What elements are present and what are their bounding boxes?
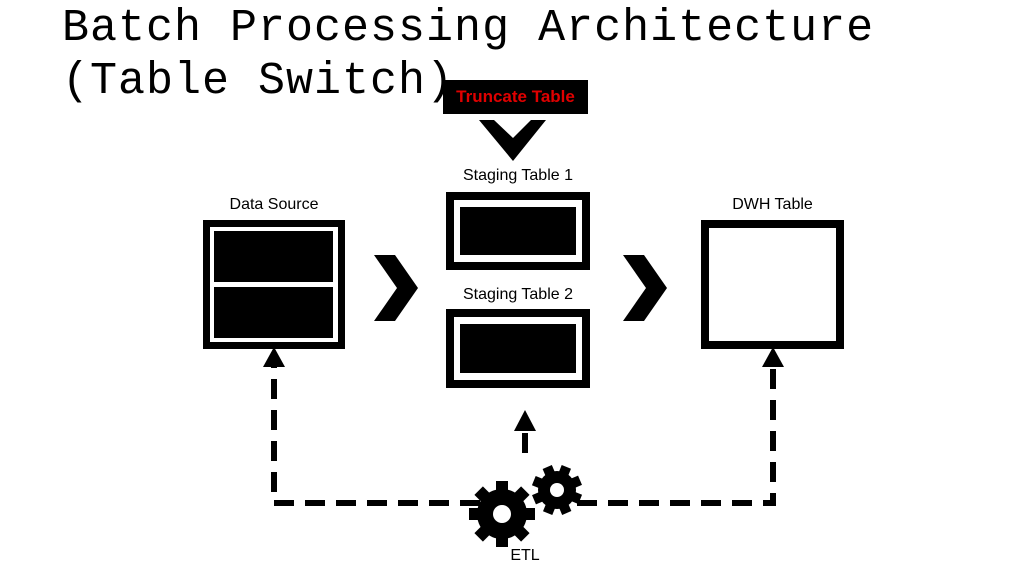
etl-label: ETL [510,547,540,564]
chevron-right-icon [623,255,667,321]
staging-table-2-label: Staging Table 2 [462,286,573,303]
title-line-2: (Table Switch) [62,56,455,107]
title-line-1: Batch Processing Architecture [62,3,875,54]
arrow-up-icon [263,347,285,367]
dwh-table-label: DWH Table [732,196,813,213]
page-title: Batch Processing Architecture (Table Swi… [62,2,874,108]
data-source-label: Data Source [229,196,319,213]
arrow-up-icon [514,410,536,431]
chevron-right-icon [374,255,418,321]
gear-icon [469,481,535,547]
truncate-chevron-down-icon [479,120,546,161]
staging-table-2 [446,309,590,388]
dwh-table [701,220,844,349]
data-source-table [203,220,345,349]
staging-table-1-label: Staging Table 1 [462,167,573,184]
staging-table-1 [446,192,590,270]
gear-icon [531,464,583,516]
etl-connectors [271,367,776,506]
truncate-table-box: Truncate Table [443,80,588,114]
arrow-up-icon [762,347,784,367]
truncate-table-label: Truncate Table [456,87,575,106]
